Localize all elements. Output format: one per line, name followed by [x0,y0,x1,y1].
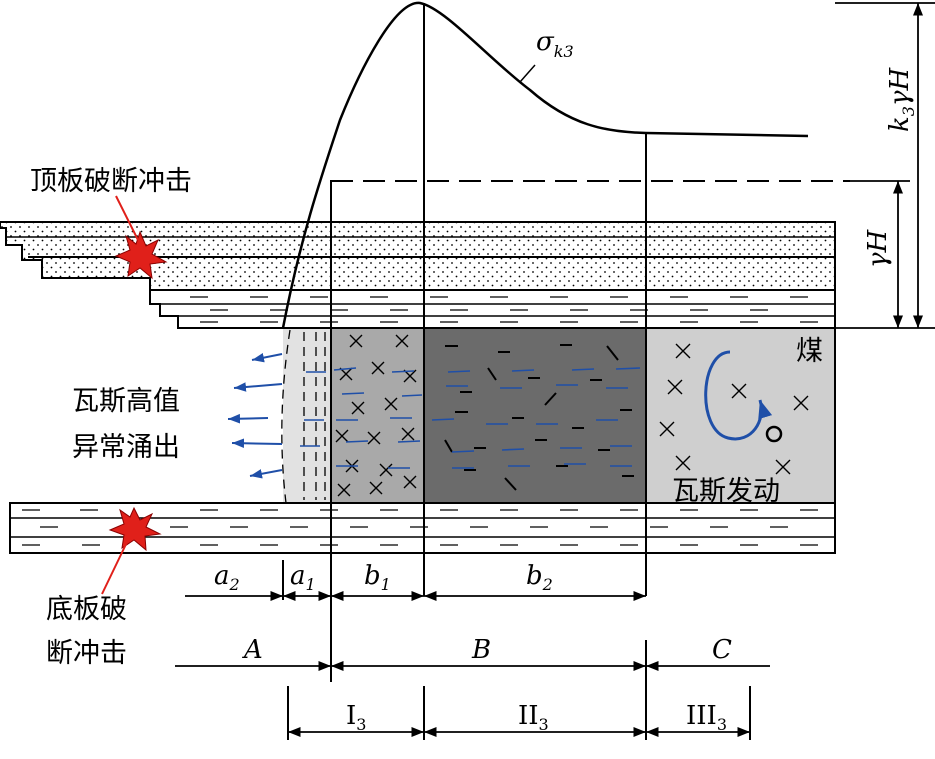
dim-b1: b1 [364,561,391,594]
floor-impact-leader [101,539,129,595]
dim-b2: b2 [526,561,553,594]
gas-outburst-arrows [227,352,283,479]
roof-impact-leader [115,195,139,241]
gamma-h-label: γH [863,228,893,268]
stress-curve [281,1,809,329]
fracture-crosses-b1 [335,334,417,497]
dim-III3: III3 [686,701,727,734]
roof-impact-label: 顶板破断冲击 [30,166,192,197]
width-dimensions [175,590,770,738]
floor-impact-label-1: 底板破 [46,594,127,625]
dim-II3: II3 [518,701,549,734]
dim-A: A [242,635,263,665]
floor-impact-star-icon [108,506,162,552]
gas-start-loop [704,350,783,443]
roof-strata [0,221,836,329]
dim-a1: a1 [290,561,316,594]
coal-label: 煤 [796,336,823,367]
dim-I3: I3 [346,701,366,734]
dim-B: B [471,635,491,665]
gas-anomaly-label-1: 瓦斯高值 [72,386,180,417]
dim-a2: a2 [214,561,240,594]
fissures-b2 [444,344,634,491]
gas-anomaly-label-2: 异常涌出 [72,432,180,463]
dim-C: C [712,635,732,665]
sigma-k3-label: σk3 [536,27,574,61]
height-dimensions [835,2,935,329]
coal-seam [281,327,836,504]
gas-start-label: 瓦斯发动 [672,476,780,507]
zone-b1 [330,327,425,504]
gas-flow-lines [300,367,641,469]
k3-gamma-h-label: k3γH [885,67,918,132]
roof-impact-star-icon [114,230,168,280]
zone-a1-crushed [283,328,331,503]
fracture-crosses-c [659,343,809,475]
floor-impact-label-2: 断冲击 [46,638,127,669]
